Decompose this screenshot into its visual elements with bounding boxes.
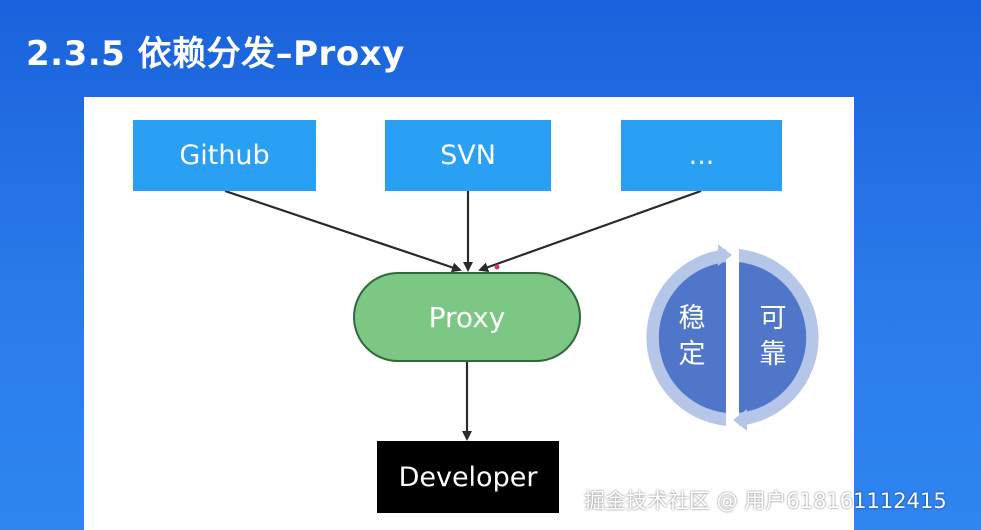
cycle-left-text: 稳 定 — [675, 301, 709, 373]
source-svn-box: SVN — [385, 120, 551, 191]
cycle-ring-left — [646, 249, 726, 426]
cycle-arrow-top-icon — [718, 245, 732, 266]
proxy-node: Proxy — [353, 272, 581, 362]
source-svn-label: SVN — [440, 140, 496, 171]
watermark: 掘金技术社区 @ 用户618161112415 — [584, 489, 947, 513]
source-github-label: Github — [179, 140, 270, 171]
source-more-label: ... — [688, 140, 715, 171]
source-github-box: Github — [133, 120, 316, 191]
cycle-arrow-bottom-icon — [733, 409, 747, 430]
developer-node: Developer — [377, 441, 559, 513]
source-more-box: ... — [621, 120, 782, 191]
stability-cycle-graphic — [646, 245, 819, 430]
proxy-label: Proxy — [428, 300, 506, 334]
cycle-ring-right — [739, 249, 819, 426]
cycle-half-right — [739, 262, 807, 413]
cycle-right-label: 可 靠 — [759, 303, 787, 370]
developer-label: Developer — [398, 461, 538, 493]
cycle-left-label: 稳 定 — [678, 303, 706, 370]
cycle-half-left — [658, 262, 726, 413]
cycle-right-text: 可 靠 — [756, 301, 790, 373]
slide-title: 2.3.5 依赖分发–Proxy — [26, 34, 405, 74]
